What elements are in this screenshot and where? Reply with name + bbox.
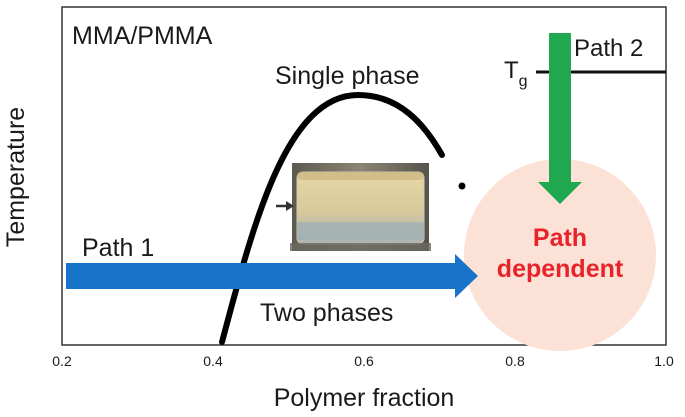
y-axis-label: Temperature <box>2 107 30 247</box>
x-axis-ticks: 0.2 0.4 0.6 0.8 1.0 <box>52 353 674 369</box>
binodal-curve <box>219 91 445 345</box>
path-dependent-zone <box>464 159 656 351</box>
x-tick-label: 0.2 <box>52 353 72 369</box>
path1-arrow <box>66 254 478 298</box>
curve-point <box>458 182 466 190</box>
x-tick-label: 0.4 <box>203 353 223 369</box>
x-tick-label: 0.6 <box>354 353 374 369</box>
vial-photo-inset <box>276 163 431 251</box>
path-dependent-label-line1: Path <box>533 224 587 252</box>
tg-label: Tg <box>504 57 528 90</box>
path2-label: Path 2 <box>574 35 643 62</box>
path2-arrow <box>538 33 582 204</box>
x-tick-label: 0.8 <box>505 353 525 369</box>
chart-title: MMA/PMMA <box>72 22 213 50</box>
x-tick-label: 1.0 <box>654 353 674 369</box>
path1-label: Path 1 <box>82 234 154 262</box>
two-phases-label: Two phases <box>260 299 393 327</box>
single-phase-label: Single phase <box>275 62 420 90</box>
interface-marker-arrow <box>276 201 294 211</box>
x-axis-label: Polymer fraction <box>274 384 455 412</box>
path-dependent-label-line2: dependent <box>497 255 624 283</box>
